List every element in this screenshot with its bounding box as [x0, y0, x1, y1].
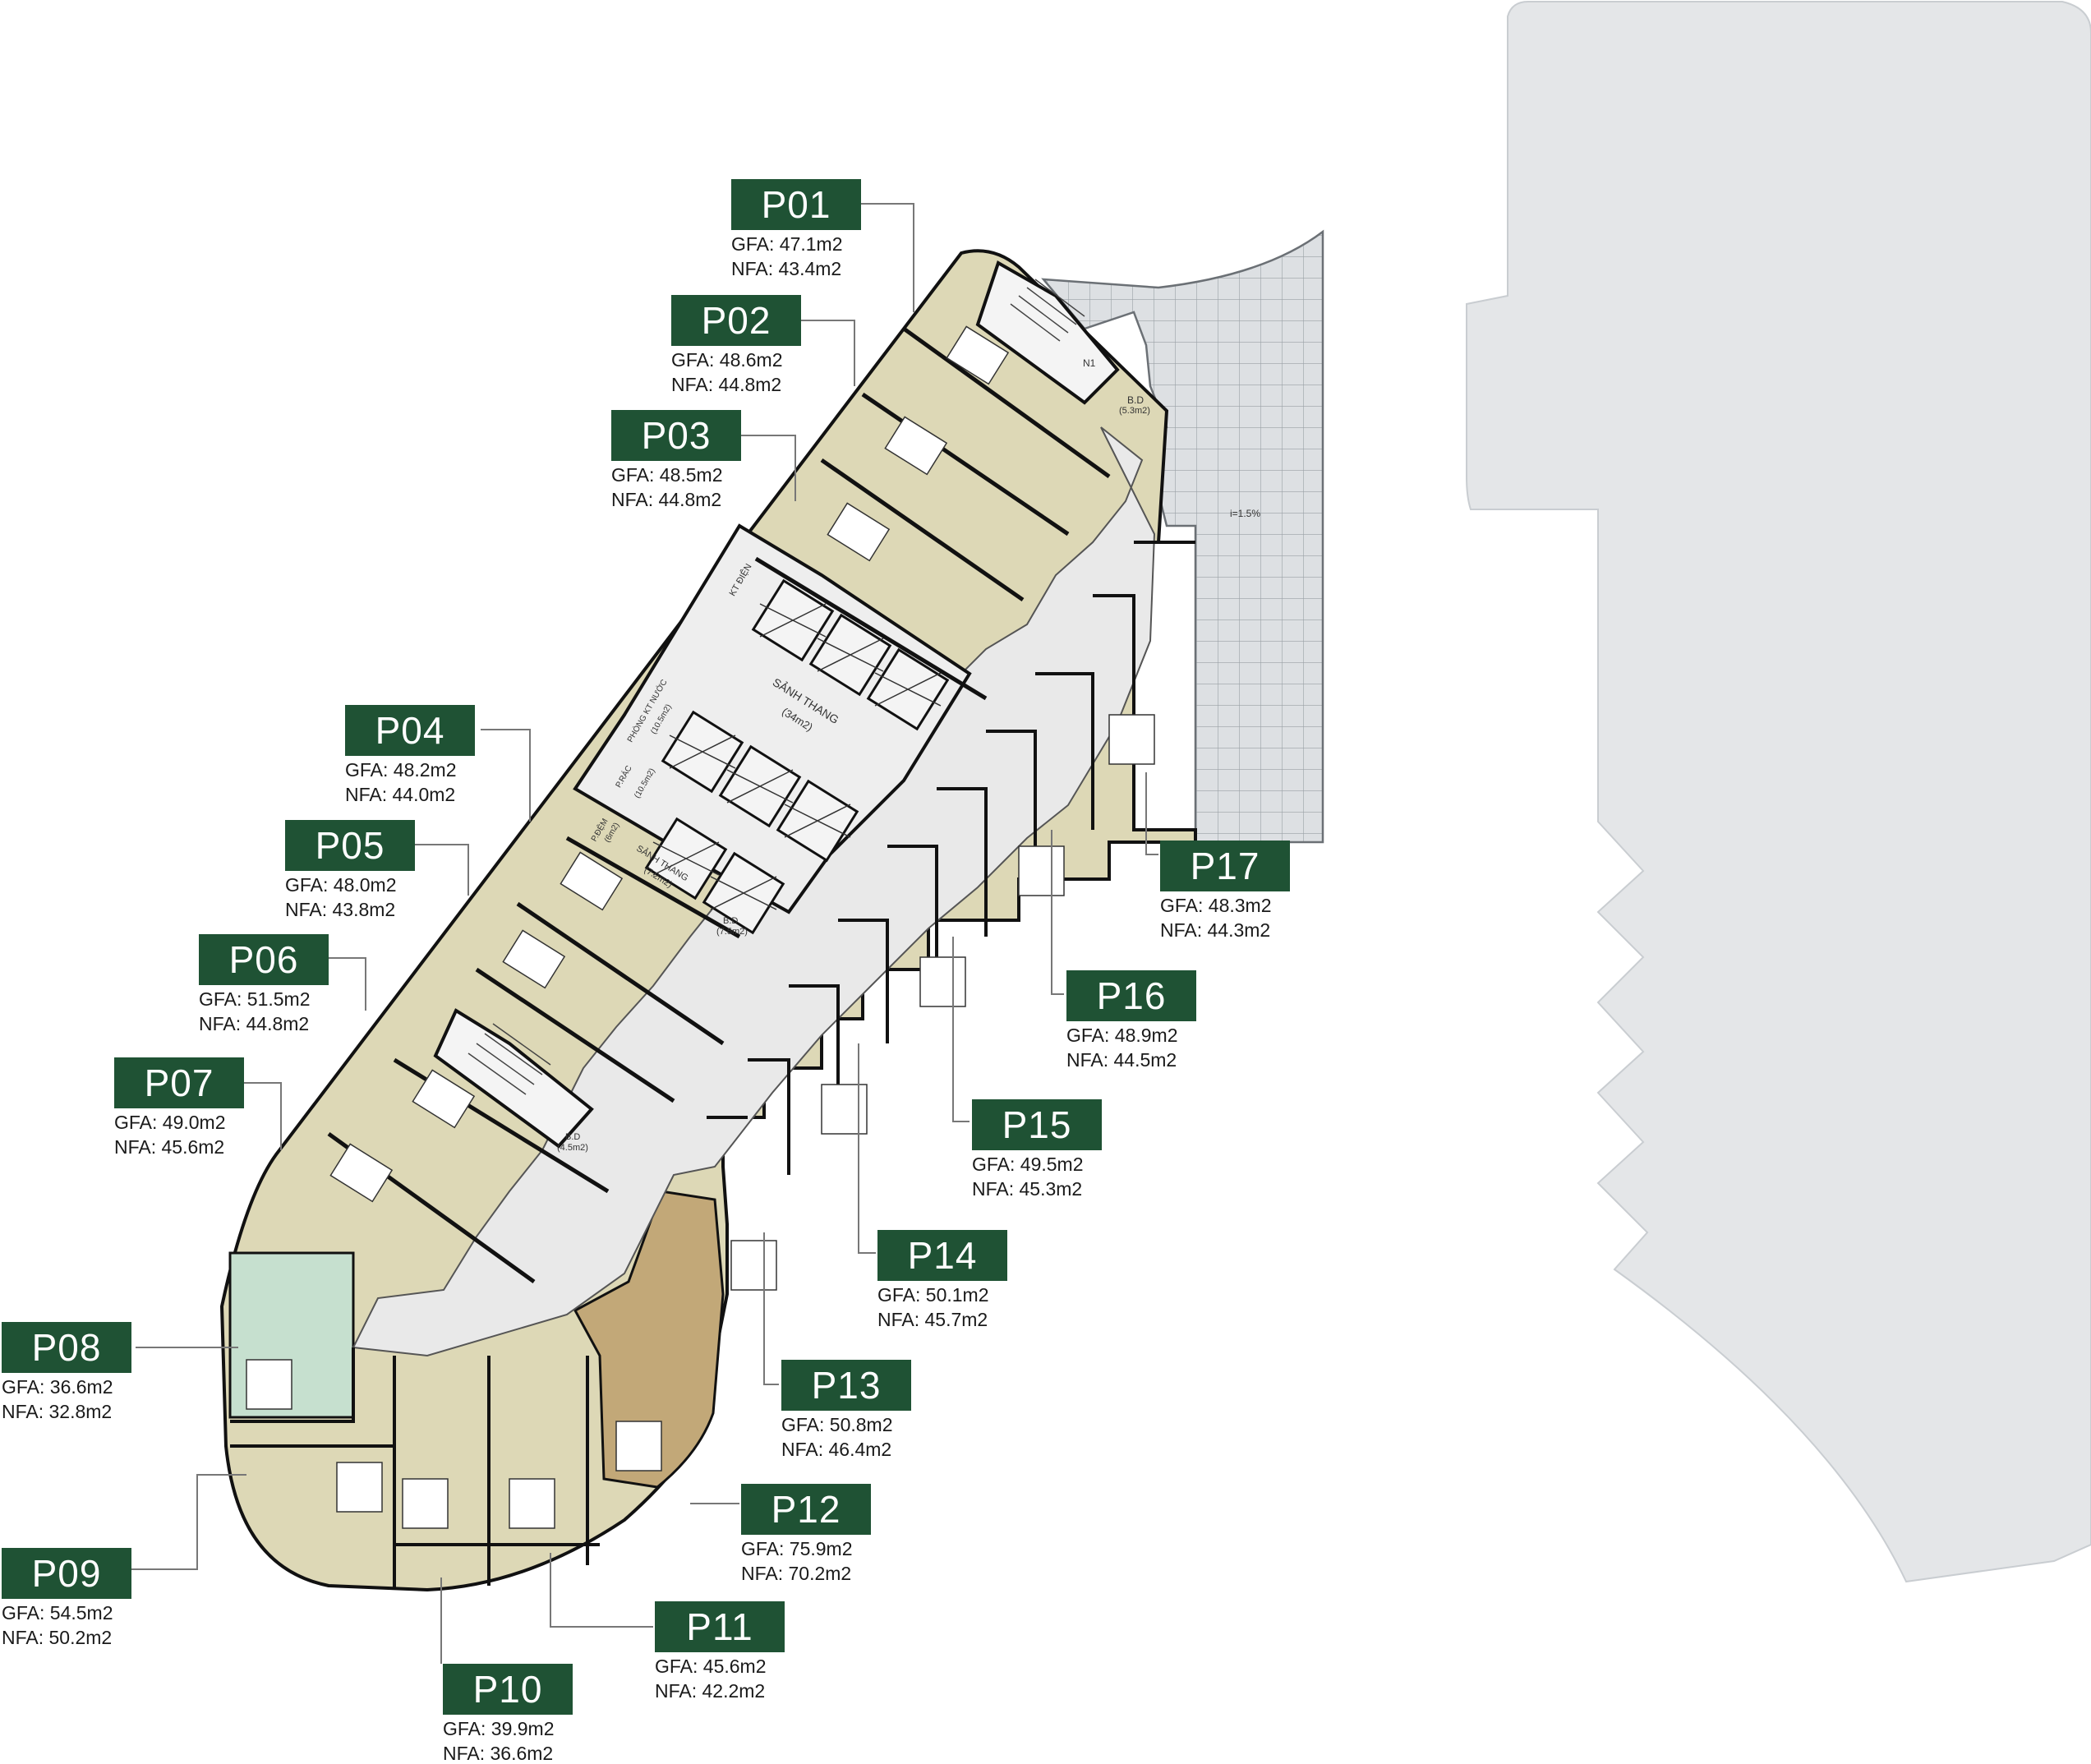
unit-label-p11[interactable]: P11 GFA: 45.6m2 NFA: 42.2m2	[655, 1601, 785, 1702]
unit-tag: P07	[114, 1057, 244, 1108]
unit-gfa: GFA: 48.3m2	[1160, 895, 1272, 916]
unit-tag: P05	[285, 820, 415, 871]
unit-label-p15[interactable]: P15 GFA: 49.5m2 NFA: 45.3m2	[972, 1099, 1102, 1200]
unit-tag: P02	[671, 295, 801, 346]
unit-tag: P12	[741, 1484, 871, 1535]
unit-tag: P14	[877, 1230, 1007, 1281]
unit-gfa: GFA: 48.5m2	[611, 464, 723, 486]
unit-nfa: NFA: 50.2m2	[2, 1627, 113, 1648]
unit-gfa: GFA: 39.9m2	[443, 1718, 555, 1739]
unit-tag: P06	[199, 934, 329, 985]
unit-tag: P03	[611, 410, 741, 461]
unit-gfa: GFA: 47.1m2	[731, 233, 843, 255]
leader-lines	[131, 203, 1158, 1664]
unit-label-p07[interactable]: P07 GFA: 49.0m2 NFA: 45.6m2	[114, 1057, 244, 1158]
unit-nfa: NFA: 44.0m2	[345, 784, 456, 805]
unit-p12-fill	[573, 1190, 725, 1489]
unit-tag: P13	[781, 1360, 911, 1411]
unit-tag: P16	[1066, 970, 1196, 1021]
unit-nfa: NFA: 32.8m2	[2, 1401, 113, 1422]
label-n1: N1	[1083, 357, 1096, 369]
unit-label-p08[interactable]: P08 GFA: 36.6m2 NFA: 32.8m2	[2, 1322, 131, 1422]
unit-tag: P08	[2, 1322, 131, 1373]
label-bd-top-area: (5.3m2)	[1119, 406, 1150, 416]
unit-nfa: NFA: 43.8m2	[285, 899, 396, 920]
stair-top	[975, 260, 1120, 405]
unit-label-p14[interactable]: P14 GFA: 50.1m2 NFA: 45.7m2	[877, 1230, 1007, 1330]
unit-gfa: GFA: 45.6m2	[655, 1656, 767, 1677]
unit-gfa: GFA: 48.2m2	[345, 759, 457, 781]
label-bd-low: B.D	[565, 1132, 581, 1142]
unit-gfa: GFA: 49.5m2	[972, 1154, 1084, 1175]
label-bd-low-area: (4.5m2)	[557, 1143, 588, 1153]
stair-low	[433, 1008, 594, 1149]
unit-tag: P10	[443, 1664, 573, 1715]
unit-label-p02[interactable]: P02 GFA: 48.6m2 NFA: 44.8m2	[671, 295, 801, 395]
unit-gfa: GFA: 54.5m2	[2, 1602, 113, 1624]
elevator-cross-lines	[652, 603, 942, 910]
unit-gfa: GFA: 48.0m2	[285, 874, 397, 896]
unit-nfa: NFA: 44.8m2	[611, 489, 722, 510]
unit-nfa: NFA: 44.8m2	[199, 1013, 310, 1034]
unit-walls-bottom	[230, 1347, 600, 1590]
unit-label-p06[interactable]: P06 GFA: 51.5m2 NFA: 44.8m2	[199, 934, 329, 1034]
unit-gfa: GFA: 50.8m2	[781, 1414, 893, 1435]
unit-nfa: NFA: 36.6m2	[443, 1743, 554, 1764]
unit-label-p03[interactable]: P03 GFA: 48.5m2 NFA: 44.8m2	[611, 410, 741, 510]
unit-gfa: GFA: 75.9m2	[741, 1538, 853, 1559]
unit-nfa: NFA: 70.2m2	[741, 1563, 852, 1584]
unit-nfa: NFA: 44.3m2	[1160, 919, 1271, 941]
label-bd-top: B.D	[1127, 394, 1145, 406]
unit-tag: P17	[1160, 841, 1290, 891]
unit-tag: P01	[731, 179, 861, 230]
unit-walls-right	[707, 541, 1195, 1175]
unit-nfa: NFA: 45.6m2	[114, 1136, 225, 1158]
unit-tag: P04	[345, 705, 475, 756]
unit-nfa: NFA: 43.4m2	[731, 258, 842, 279]
unit-tag: P11	[655, 1601, 785, 1652]
neighbor-building	[1466, 1, 2091, 1583]
unit-nfa: NFA: 44.8m2	[671, 374, 782, 395]
label-slope: i=1.5%	[1230, 508, 1261, 519]
unit-label-p04[interactable]: P04 GFA: 48.2m2 NFA: 44.0m2	[345, 705, 475, 805]
unit-label-p01[interactable]: P01 GFA: 47.1m2 NFA: 43.4m2	[731, 179, 861, 279]
unit-tag: P09	[2, 1548, 131, 1599]
unit-nfa: NFA: 44.5m2	[1066, 1049, 1177, 1071]
unit-gfa: GFA: 50.1m2	[877, 1284, 989, 1306]
unit-nfa: NFA: 45.7m2	[877, 1309, 988, 1330]
unit-gfa: GFA: 51.5m2	[199, 988, 311, 1010]
unit-gfa: GFA: 36.6m2	[2, 1376, 113, 1398]
unit-label-p16[interactable]: P16 GFA: 48.9m2 NFA: 44.5m2	[1066, 970, 1196, 1071]
label-bd-mid-area: (7.5m2)	[716, 927, 748, 937]
unit-label-p13[interactable]: P13 GFA: 50.8m2 NFA: 46.4m2	[781, 1360, 911, 1460]
unit-nfa: NFA: 42.2m2	[655, 1680, 766, 1702]
unit-gfa: GFA: 48.6m2	[671, 349, 783, 371]
unit-label-p12[interactable]: P12 GFA: 75.9m2 NFA: 70.2m2	[741, 1484, 871, 1584]
unit-nfa: NFA: 46.4m2	[781, 1439, 892, 1460]
elevator-core	[573, 523, 972, 914]
unit-gfa: GFA: 48.9m2	[1066, 1025, 1178, 1046]
unit-label-p09[interactable]: P09 GFA: 54.5m2 NFA: 50.2m2	[2, 1548, 131, 1648]
unit-label-p17[interactable]: P17 GFA: 48.3m2 NFA: 44.3m2	[1160, 841, 1290, 941]
unit-tag: P15	[972, 1099, 1102, 1150]
unit-nfa: NFA: 45.3m2	[972, 1178, 1083, 1200]
unit-label-p10[interactable]: P10 GFA: 39.9m2 NFA: 36.6m2	[443, 1664, 573, 1764]
unit-label-p05[interactable]: P05 GFA: 48.0m2 NFA: 43.8m2	[285, 820, 415, 920]
label-bd-mid: B.D	[723, 916, 739, 926]
unit-gfa: GFA: 49.0m2	[114, 1112, 226, 1133]
